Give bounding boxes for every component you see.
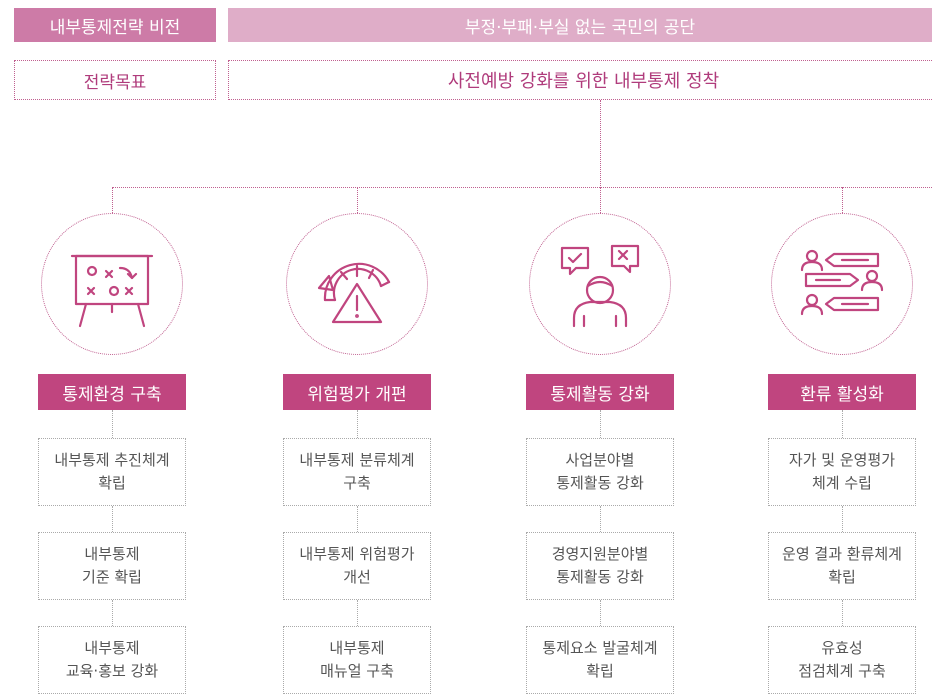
column-3-circle bbox=[529, 213, 671, 355]
column-4-link-3 bbox=[842, 600, 843, 626]
column-1-link-2 bbox=[112, 506, 113, 532]
column-4-item-1: 자가 및 운영평가 체계 수립 bbox=[768, 438, 916, 506]
goal-text: 사전예방 강화를 위한 내부통제 정착 bbox=[228, 60, 932, 100]
column-1-item-3: 내부통제 교육·홍보 강화 bbox=[38, 626, 186, 694]
person-decision-icon bbox=[560, 244, 640, 328]
column-2-item-1: 내부통제 분류체계 구축 bbox=[283, 438, 431, 506]
column-4-item-2: 운영 결과 환류체계 확립 bbox=[768, 532, 916, 600]
column-4-title: 환류 활성화 bbox=[768, 374, 916, 410]
column-3-title: 통제활동 강화 bbox=[526, 374, 674, 410]
vision-label: 내부통제전략 비전 bbox=[14, 8, 216, 42]
column-2-link-3 bbox=[357, 600, 358, 626]
column-3-item-1: 사업분야별 통제활동 강화 bbox=[526, 438, 674, 506]
column-1-item-2: 내부통제 기준 확립 bbox=[38, 532, 186, 600]
column-3-item-3: 통제요소 발굴체계 확립 bbox=[526, 626, 674, 694]
branch-drop-2 bbox=[357, 187, 358, 213]
goal-connector bbox=[600, 100, 601, 188]
column-2-title: 위험평가 개편 bbox=[283, 374, 431, 410]
feedback-chat-icon bbox=[800, 249, 884, 316]
branch-drop-4 bbox=[842, 187, 843, 213]
column-4-circle bbox=[771, 213, 913, 355]
column-2-item-3: 내부통제 매뉴얼 구축 bbox=[283, 626, 431, 694]
column-4-item-3: 유효성 점검체계 구축 bbox=[768, 626, 916, 694]
column-1-title: 통제환경 구축 bbox=[38, 374, 186, 410]
vision-text: 부정·부패·부실 없는 국민의 공단 bbox=[228, 8, 932, 42]
column-2-circle bbox=[286, 213, 428, 355]
column-3-item-2: 경영지원분야별 통제활동 강화 bbox=[526, 532, 674, 600]
goal-label: 전략목표 bbox=[14, 60, 216, 100]
strategy-board-icon bbox=[70, 254, 154, 328]
column-4-link-2 bbox=[842, 506, 843, 532]
column-3-link-2 bbox=[600, 506, 601, 532]
column-3-link-1 bbox=[600, 410, 601, 438]
branch-line bbox=[112, 187, 932, 188]
column-1-item-1: 내부통제 추진체계 확립 bbox=[38, 438, 186, 506]
column-3-link-3 bbox=[600, 600, 601, 626]
risk-gauge-warning-icon bbox=[317, 262, 391, 324]
column-1-link-3 bbox=[112, 600, 113, 626]
branch-drop-1 bbox=[112, 187, 113, 213]
column-4-link-1 bbox=[842, 410, 843, 438]
column-2-item-2: 내부통제 위험평가 개선 bbox=[283, 532, 431, 600]
column-1-circle bbox=[41, 213, 183, 355]
column-2-link-1 bbox=[357, 410, 358, 438]
column-1-link-1 bbox=[112, 410, 113, 438]
column-2-link-2 bbox=[357, 506, 358, 532]
branch-drop-3 bbox=[600, 187, 601, 213]
